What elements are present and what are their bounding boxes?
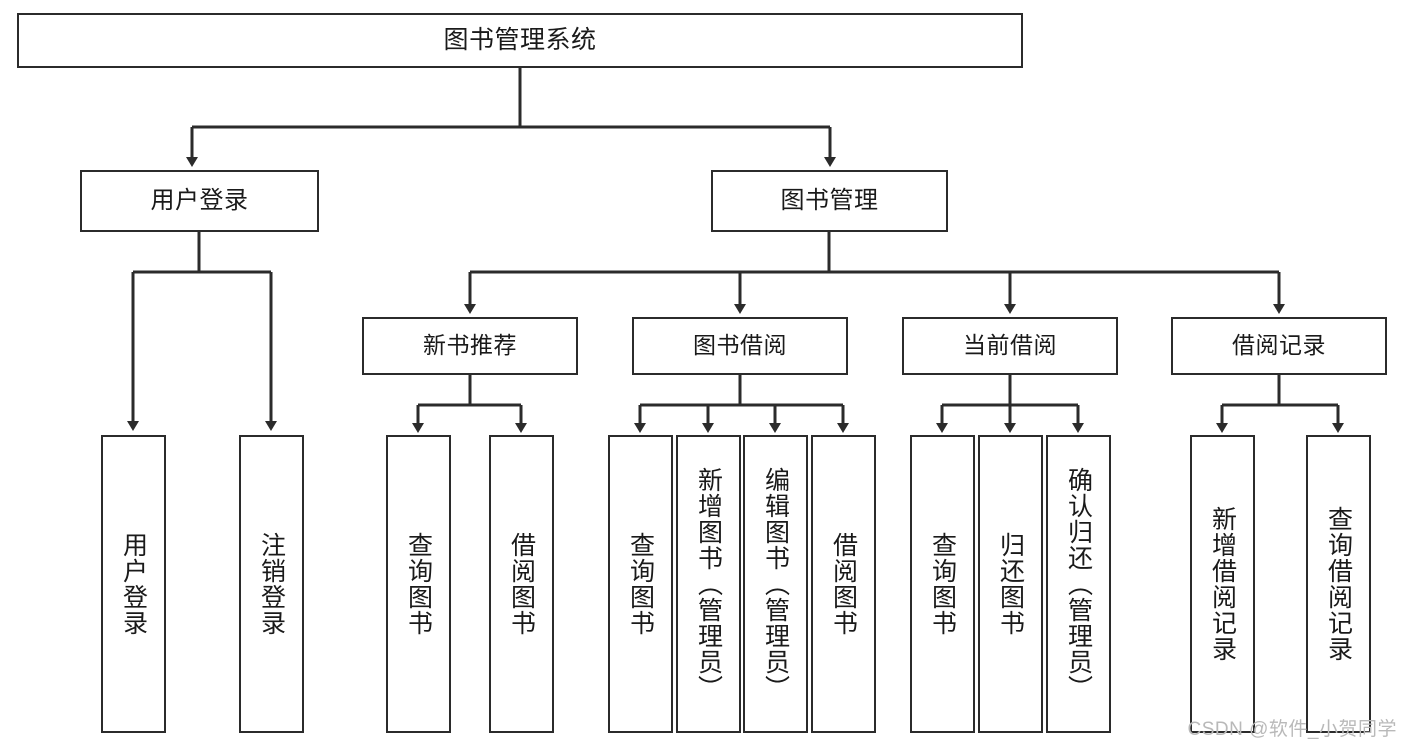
- node-user-login[interactable]: 用户登录: [80, 170, 319, 232]
- leaf-query-books-recommendation[interactable]: 查询图书: [386, 435, 451, 733]
- node-label: 当前借阅: [963, 332, 1057, 359]
- node-current-borrowing[interactable]: 当前借阅: [902, 317, 1118, 375]
- node-label: 归还图书: [996, 532, 1025, 636]
- node-label: 新书推荐: [423, 332, 517, 359]
- leaf-query-borrow-record[interactable]: 查询借阅记录: [1306, 435, 1371, 733]
- node-label: 借阅图书: [507, 532, 536, 636]
- leaf-query-books-current[interactable]: 查询图书: [910, 435, 975, 733]
- leaf-logout[interactable]: 注销登录: [239, 435, 304, 733]
- csdn-watermark: CSDN @软件_小贺同学: [1187, 719, 1397, 740]
- node-label: 查询借阅记录: [1324, 506, 1353, 662]
- leaf-confirm-return-admin[interactable]: 确认归还（管理员）: [1046, 435, 1111, 733]
- node-label: 用户登录: [119, 532, 148, 636]
- node-book-management[interactable]: 图书管理: [711, 170, 948, 232]
- leaf-borrow-books[interactable]: 借阅图书: [811, 435, 876, 733]
- leaf-edit-book-admin[interactable]: 编辑图书（管理员）: [743, 435, 808, 733]
- node-label: 查询图书: [626, 532, 655, 636]
- leaf-query-books-borrowing[interactable]: 查询图书: [608, 435, 673, 733]
- node-label: 编辑图书（管理员）: [761, 467, 790, 701]
- leaf-add-book-admin[interactable]: 新增图书（管理员）: [676, 435, 741, 733]
- node-label: 图书管理: [780, 186, 879, 214]
- node-label: 注销登录: [257, 532, 286, 636]
- node-root-book-management-system[interactable]: 图书管理系统: [17, 13, 1023, 68]
- node-label: 借阅图书: [829, 532, 858, 636]
- node-label: 确认归还（管理员）: [1064, 467, 1093, 701]
- leaf-user-login[interactable]: 用户登录: [101, 435, 166, 733]
- node-label: 新增借阅记录: [1208, 506, 1237, 662]
- node-book-borrowing[interactable]: 图书借阅: [632, 317, 848, 375]
- node-label: 查询图书: [404, 532, 433, 636]
- leaf-borrow-books-recommendation[interactable]: 借阅图书: [489, 435, 554, 733]
- node-new-book-recommendation[interactable]: 新书推荐: [362, 317, 578, 375]
- node-label: 新增图书（管理员）: [694, 467, 723, 701]
- node-label: 查询图书: [928, 532, 957, 636]
- node-label: 借阅记录: [1232, 332, 1326, 359]
- node-borrowing-records[interactable]: 借阅记录: [1171, 317, 1387, 375]
- node-label: 图书管理系统: [443, 25, 597, 54]
- node-label: 用户登录: [150, 186, 249, 214]
- leaf-return-books[interactable]: 归还图书: [978, 435, 1043, 733]
- node-label: 图书借阅: [693, 332, 787, 359]
- leaf-add-borrow-record[interactable]: 新增借阅记录: [1190, 435, 1255, 733]
